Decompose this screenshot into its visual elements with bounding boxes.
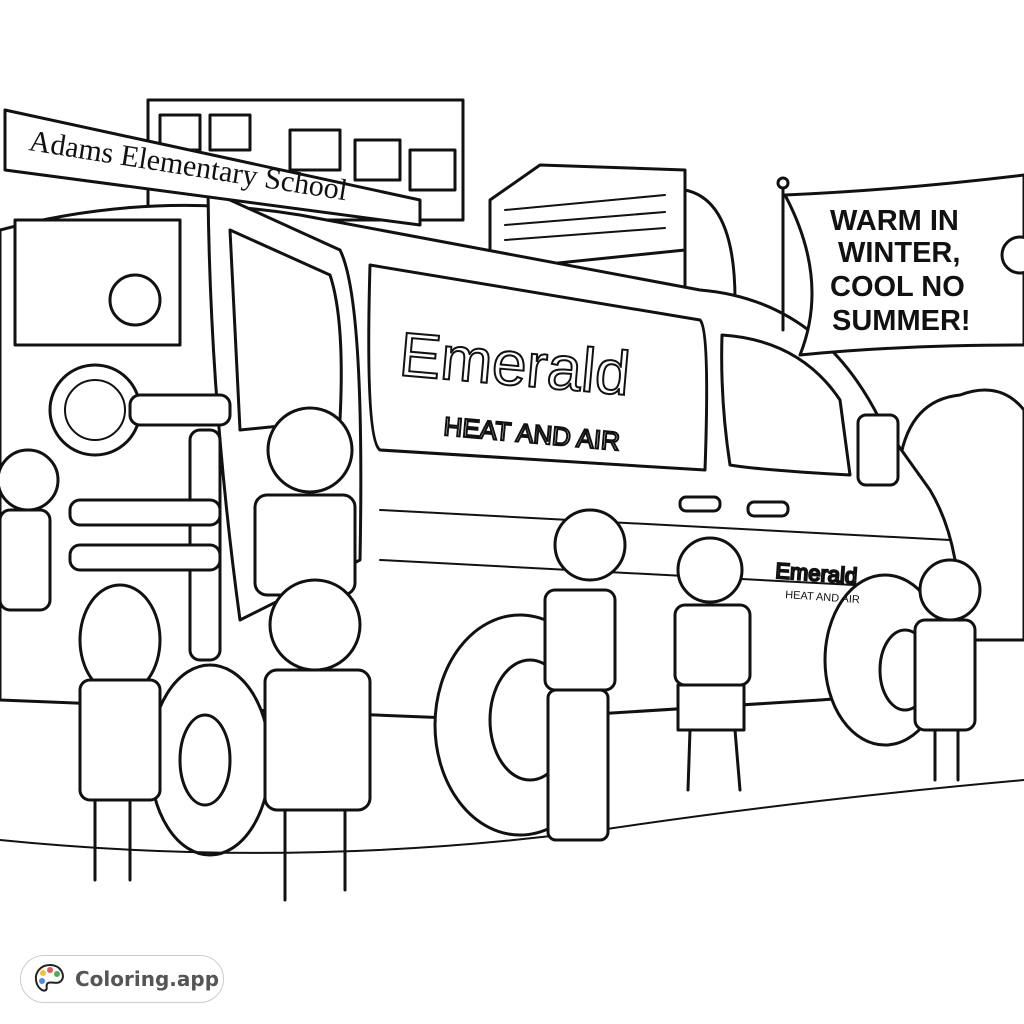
banner-line-1: WARM IN	[830, 205, 959, 237]
sun-icon	[1000, 235, 1024, 275]
child-long-hair	[78, 583, 162, 882]
coloring-app-badge[interactable]: Coloring.app	[20, 955, 224, 1003]
banner-line-2: WINTER,	[838, 237, 960, 269]
child-front	[263, 578, 372, 902]
child-striped-shirt	[673, 536, 752, 792]
banner: WARM IN WINTER, COOL NO SUMMER!	[776, 173, 1024, 357]
child-girl-bob	[913, 558, 982, 782]
badge-label: Coloring.app	[75, 967, 220, 991]
child-ponytail	[543, 508, 627, 842]
child-crouching	[0, 448, 60, 612]
child-at-door	[253, 406, 357, 597]
roof-ac-unit	[488, 163, 737, 302]
palette-icon	[34, 963, 64, 992]
van-side-tagline: HEAT AND AIR	[785, 589, 860, 606]
banner-line-3: COOL NO	[830, 271, 965, 303]
banner-line-4: SUMMER!	[832, 305, 971, 337]
children	[0, 406, 982, 902]
